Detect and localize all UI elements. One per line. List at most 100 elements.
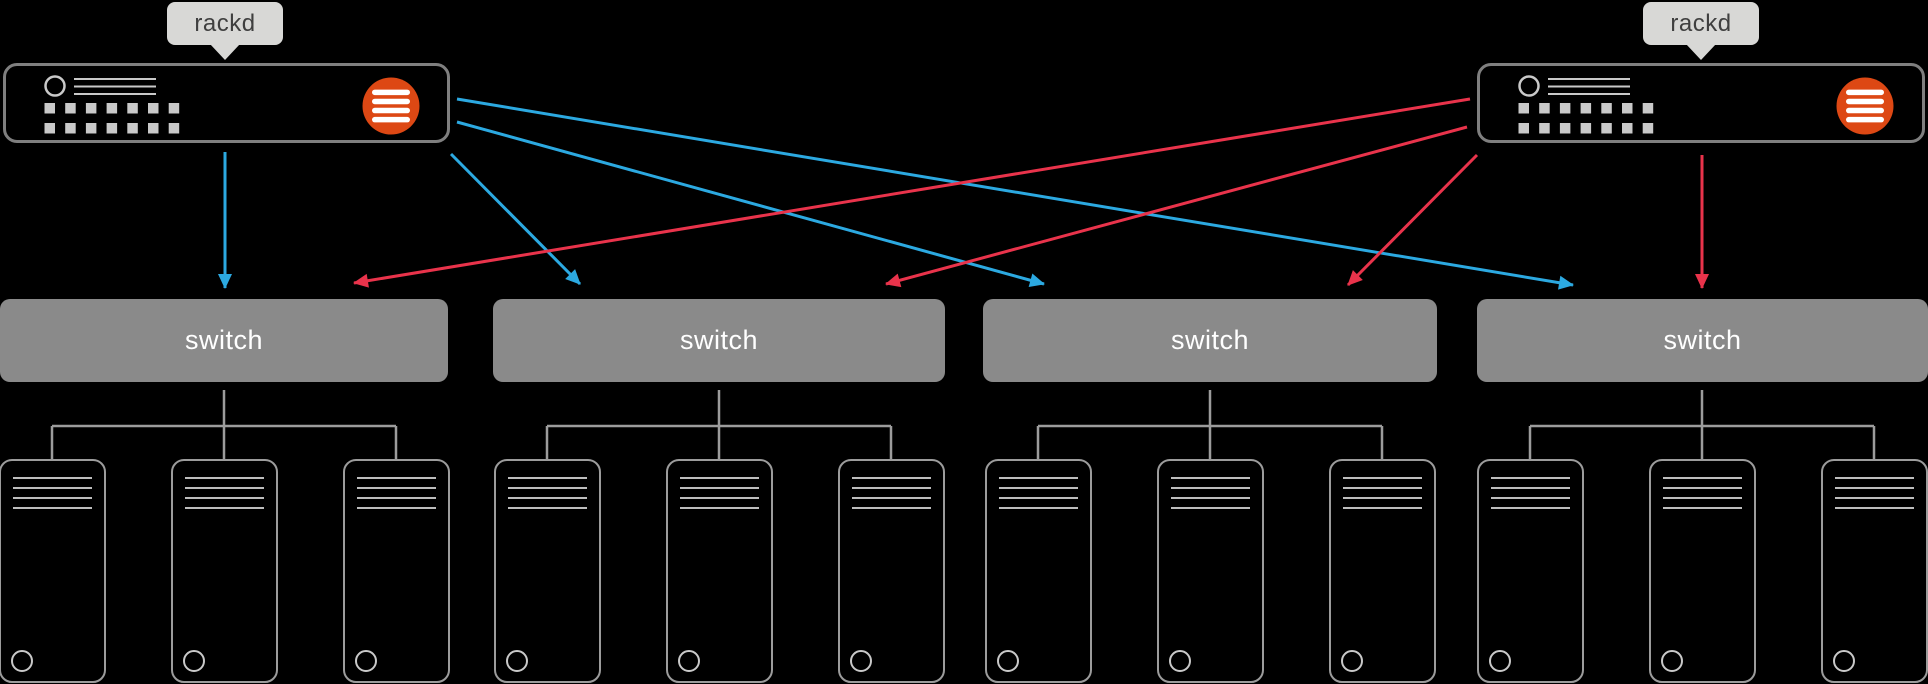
server-vent-line bbox=[507, 486, 587, 489]
server-vent-line bbox=[12, 476, 92, 479]
rack-controller-right bbox=[1477, 63, 1925, 143]
ubuntu-server-logo-icon bbox=[362, 77, 420, 135]
server-power-button-icon bbox=[677, 649, 700, 672]
switch-label: switch bbox=[1170, 325, 1249, 355]
server-tower-3-3 bbox=[1328, 459, 1436, 683]
switch-to-servers-connector bbox=[1528, 390, 1876, 459]
port-icon bbox=[106, 123, 118, 134]
port-icon bbox=[1601, 123, 1612, 134]
server-power-button-icon bbox=[996, 649, 1019, 672]
server-vent-line bbox=[1490, 496, 1570, 499]
power-button-icon bbox=[44, 75, 66, 97]
rackd-tooltip-right: rackd bbox=[1643, 2, 1759, 60]
connection-rack-controller-right-to-switch-1 bbox=[353, 97, 1471, 288]
switch-label: switch bbox=[679, 325, 758, 355]
port-icon bbox=[1539, 123, 1550, 134]
switch-to-servers-connector bbox=[545, 390, 893, 459]
server-vent-line bbox=[1342, 496, 1422, 499]
port-icon bbox=[168, 103, 180, 114]
port-icon bbox=[44, 103, 55, 114]
server-vent-line bbox=[507, 506, 587, 509]
server-tower-4-2 bbox=[1648, 459, 1756, 683]
switch-4: switch bbox=[1477, 299, 1928, 382]
port-icon bbox=[1642, 123, 1654, 134]
server-power-button-icon bbox=[849, 649, 872, 672]
switch-label: switch bbox=[184, 325, 263, 355]
server-tower-1-3 bbox=[342, 459, 450, 683]
port-icon bbox=[1642, 103, 1654, 114]
connection-rack-controller-left-to-switch-2 bbox=[449, 152, 582, 286]
logo-bar bbox=[1846, 116, 1884, 123]
server-tower-4-3 bbox=[1820, 459, 1928, 683]
rack-controller-front-panel bbox=[44, 75, 420, 135]
connection-rack-controller-right-to-switch-2 bbox=[885, 125, 1468, 288]
port-icon bbox=[1539, 103, 1550, 114]
port-icon bbox=[1559, 103, 1571, 114]
server-vent-line bbox=[1834, 506, 1914, 509]
server-power-button-icon bbox=[10, 649, 33, 672]
server-vent-line bbox=[851, 476, 931, 479]
port-icon bbox=[44, 123, 55, 134]
server-vent-line bbox=[679, 506, 759, 509]
server-vent-line bbox=[12, 506, 92, 509]
server-tower-3-1 bbox=[984, 459, 1092, 683]
server-vent-line bbox=[184, 476, 264, 479]
server-vent-line bbox=[679, 496, 759, 499]
port-icon bbox=[1559, 123, 1571, 134]
server-vent-line bbox=[356, 476, 436, 479]
server-vent-line bbox=[356, 486, 436, 489]
port-icon bbox=[168, 123, 180, 134]
server-vent-line bbox=[1170, 506, 1250, 509]
logo-bar bbox=[1846, 107, 1884, 114]
server-power-button-icon bbox=[1832, 649, 1855, 672]
power-button-icon bbox=[1518, 75, 1540, 97]
port-icon bbox=[1622, 123, 1633, 134]
server-vent-line bbox=[1662, 506, 1742, 509]
server-vent-line bbox=[356, 496, 436, 499]
port-icon bbox=[148, 103, 159, 114]
server-vent-line bbox=[1490, 506, 1570, 509]
rack-controller-left bbox=[3, 63, 450, 143]
port-icon bbox=[1580, 123, 1592, 134]
logo-bar bbox=[1846, 89, 1884, 96]
server-power-button-icon bbox=[1488, 649, 1511, 672]
server-tower-1-2 bbox=[170, 459, 278, 683]
server-vent-line bbox=[1490, 476, 1570, 479]
server-vent-line bbox=[1342, 476, 1422, 479]
port-icon bbox=[1601, 103, 1612, 114]
server-power-button-icon bbox=[505, 649, 528, 672]
server-tower-2-1 bbox=[493, 459, 601, 683]
server-tower-2-3 bbox=[837, 459, 945, 683]
server-vent-line bbox=[1490, 486, 1570, 489]
server-vent-line bbox=[1170, 486, 1250, 489]
server-tower-1-1 bbox=[0, 459, 106, 683]
server-vent-line bbox=[998, 496, 1078, 499]
rackd-label: rackd bbox=[194, 9, 256, 37]
port-icon bbox=[1518, 103, 1529, 114]
connection-rack-controller-right-to-switch-3 bbox=[1346, 153, 1479, 287]
server-vent-line bbox=[1662, 496, 1742, 499]
server-vent-line bbox=[998, 476, 1078, 479]
connection-rack-controller-left-to-switch-4 bbox=[456, 97, 1574, 290]
switch-1: switch bbox=[0, 299, 448, 382]
port-icon bbox=[1622, 103, 1633, 114]
server-power-button-icon bbox=[1660, 649, 1683, 672]
switch-3: switch bbox=[983, 299, 1437, 382]
server-vent-line bbox=[356, 506, 436, 509]
rack-controller-front-panel bbox=[1518, 75, 1894, 135]
server-tower-3-2 bbox=[1156, 459, 1264, 683]
server-tower-2-2 bbox=[665, 459, 773, 683]
port-icon bbox=[127, 103, 138, 114]
server-vent-line bbox=[1342, 486, 1422, 489]
port-icon bbox=[148, 123, 159, 134]
logo-bar bbox=[1846, 98, 1884, 105]
server-vent-line bbox=[507, 496, 587, 499]
server-vent-line bbox=[12, 496, 92, 499]
server-vent-line bbox=[1834, 486, 1914, 489]
server-power-button-icon bbox=[1340, 649, 1363, 672]
switch-label: switch bbox=[1663, 325, 1742, 355]
port-icon bbox=[85, 103, 97, 114]
port-icon bbox=[65, 103, 76, 114]
